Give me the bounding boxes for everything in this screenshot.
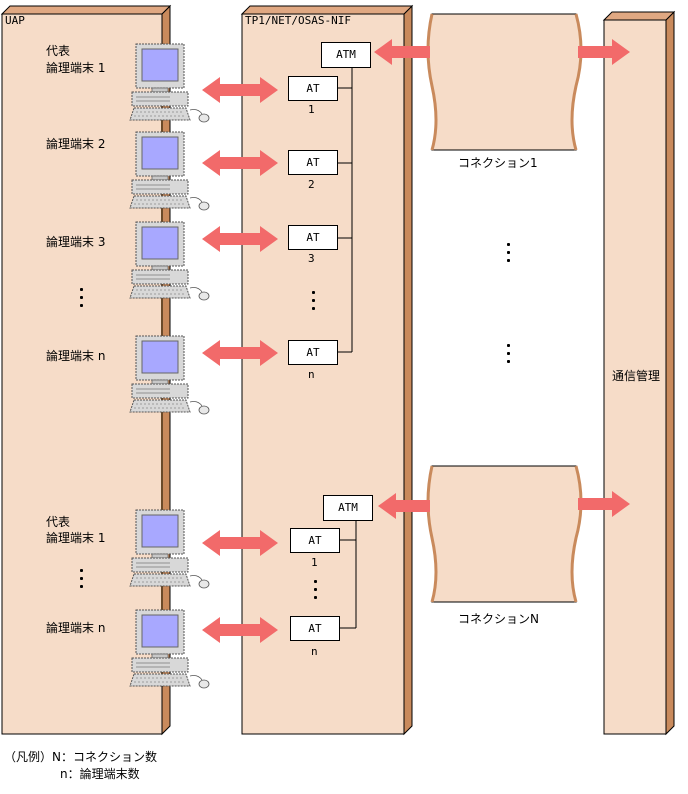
- terminal-g2-ellipsis: [80, 569, 83, 593]
- terminal-g1-1-label: 論理端末 1: [46, 61, 106, 75]
- terminal-g2-1-label: 論理端末 1: [46, 531, 106, 545]
- at-box-g1-1: AT: [288, 76, 338, 101]
- legend-line-2: n：論理端末数: [60, 767, 140, 781]
- arrow-connection-n-comm: [578, 491, 630, 517]
- terminal-icon-g2-n: [129, 609, 210, 689]
- terminal-icon-g1-3: [129, 221, 210, 301]
- atm-box-g1: ATM: [321, 42, 371, 68]
- arrow-atm-connection-1: [374, 39, 430, 65]
- at-atm-links-g1: [338, 68, 353, 353]
- connection-1-label: コネクション1: [458, 156, 538, 170]
- uap-title: UAP: [5, 14, 25, 27]
- terminal-g1-ellipsis: [80, 288, 83, 312]
- connection-n-label: コネクションN: [458, 612, 539, 626]
- at-g2-ellipsis: [314, 580, 317, 604]
- terminal-g2-1-rep-label: 代表: [46, 515, 71, 529]
- at-box-g1-n: AT: [288, 340, 338, 365]
- terminal-g1-1-rep-label: 代表: [46, 44, 71, 58]
- at-box-g2-1: AT: [290, 528, 340, 553]
- comm-mgmt-panel: [602, 10, 676, 736]
- at-box-g2-n: AT: [290, 616, 340, 641]
- at-box-g1-3: AT: [288, 225, 338, 250]
- nif-panel: [240, 4, 414, 736]
- atm-box-g2: ATM: [323, 495, 373, 521]
- at-num-g1-3: 3: [308, 252, 315, 265]
- legend-line-1: （凡例）N：コネクション数: [4, 750, 157, 764]
- connection-ellipsis-1: [507, 243, 510, 267]
- terminal-g1-n-label: 論理端末 n: [46, 349, 106, 363]
- at-num-g1-n: n: [308, 368, 315, 381]
- terminal-icon-g1-1: [129, 43, 210, 123]
- arrow-atm-connection-n: [378, 493, 430, 519]
- connection-1-pipe: [426, 13, 583, 151]
- arrow-connection-1-comm: [578, 39, 630, 65]
- uap-panel: [0, 4, 172, 736]
- terminal-icon-g1-n: [129, 335, 210, 415]
- at-num-g2-n: n: [311, 645, 318, 658]
- at-atm-links-g2: [340, 520, 357, 629]
- at-num-g1-2: 2: [308, 178, 315, 191]
- at-box-g1-2: AT: [288, 150, 338, 175]
- comm-mgmt-title: 通信管理: [612, 369, 661, 383]
- at-num-g2-1: 1: [311, 556, 318, 569]
- connection-n-pipe: [426, 465, 583, 603]
- at-g1-ellipsis: [312, 291, 315, 315]
- terminal-g2-n-label: 論理端末 n: [46, 621, 106, 635]
- terminal-g1-3-label: 論理端末 3: [46, 235, 106, 249]
- terminal-icon-g1-2: [129, 131, 210, 211]
- connection-ellipsis-2: [507, 344, 510, 368]
- terminal-g1-2-label: 論理端末 2: [46, 137, 106, 151]
- at-num-g1-1: 1: [308, 103, 315, 116]
- terminal-icon-g2-1: [129, 509, 210, 589]
- nif-title: TP1/NET/OSAS-NIF: [245, 14, 351, 27]
